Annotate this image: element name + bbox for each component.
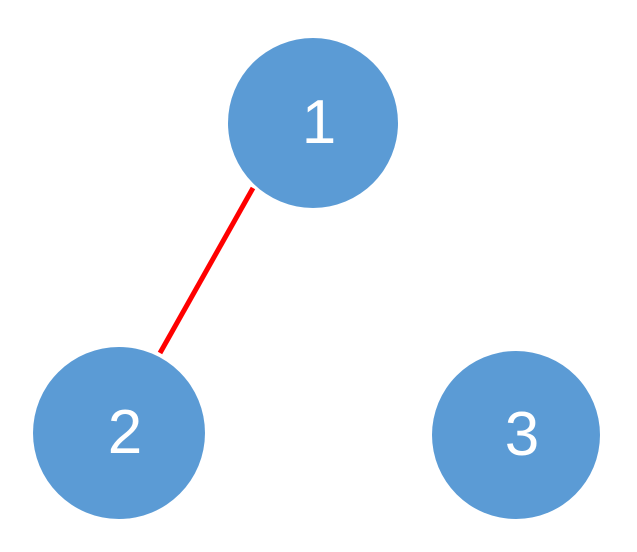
graph-node-2[interactable]: 2	[33, 347, 205, 519]
graph-edge-2-1[interactable]	[157, 186, 256, 355]
node-label-3: 3	[504, 400, 540, 469]
graph-node-1[interactable]: 1	[228, 38, 398, 208]
node-label-2: 2	[107, 398, 143, 467]
node-label-1: 1	[301, 88, 337, 157]
graph-node-3[interactable]: 3	[432, 351, 600, 519]
